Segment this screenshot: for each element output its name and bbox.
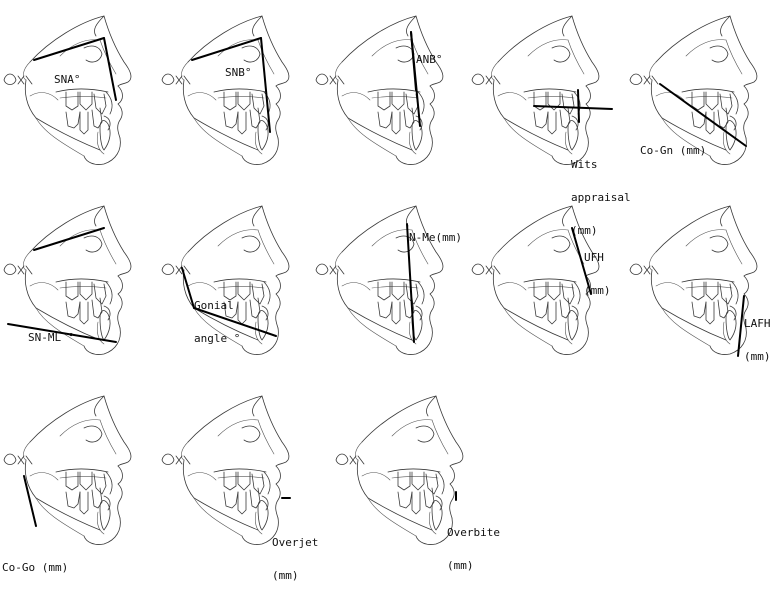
overjet-label: Overjet (mm) [272, 536, 319, 582]
nme-measurement-lines [406, 223, 415, 343]
cogo-label: Co-Go (mm) [2, 561, 69, 574]
panel-cogn: Co-Gn (mm) [626, 0, 776, 175]
anb-label: ANB° [416, 53, 443, 66]
ufh-measurement-lines [571, 227, 592, 295]
panel-lafh: LAFH (mm) [626, 190, 776, 365]
panel-snb: SNB° [158, 0, 308, 175]
snml-measurement-lines [7, 227, 117, 343]
lafh-measurement-lines [737, 295, 745, 357]
anb-measurement-lines [410, 31, 421, 127]
nme-label: N-Me(mm) [409, 231, 462, 244]
snml-label: SN-ML ° [28, 331, 75, 344]
panel-nme: N-Me(mm) [312, 190, 462, 365]
panel-ufh: UFH (mm) [468, 190, 618, 365]
cogo-measurement-lines [23, 475, 37, 527]
panel-gonial: Gonial angle ° [158, 190, 308, 365]
panel-overjet: Overjet (mm) [158, 380, 318, 581]
sna-measurement-lines [33, 37, 117, 101]
cogn-label: Co-Gn (mm) [640, 144, 707, 157]
ufh-label: UFH (mm) [584, 251, 611, 297]
overjet-measurement-lines [281, 497, 291, 499]
snb-label: SNB° [225, 66, 252, 79]
cephalometric-measurement-figure: SNA° SNB° ANB° Wits appraisal (m [0, 0, 776, 581]
panel-snml: SN-ML ° [0, 190, 150, 365]
cogn-measurement-lines [659, 83, 747, 147]
overbite-measurement-lines [455, 491, 457, 501]
lafh-label: LAFH (mm) [744, 317, 771, 363]
wits-label: Wits appraisal (mm) [571, 158, 631, 237]
panel-wits: Wits appraisal (mm) [468, 0, 631, 236]
overbite-label: Overbite (mm) [447, 526, 500, 572]
sna-label: SNA° [54, 73, 81, 86]
panel-overbite: Overbite (mm) [332, 380, 500, 571]
snb-measurement-lines [191, 37, 271, 133]
panel-anb: ANB° [312, 0, 462, 175]
panel-sna: SNA° [0, 0, 150, 175]
gonial-measurement-lines [181, 267, 277, 337]
gonial-label: Gonial angle ° [194, 299, 241, 345]
panel-cogo: Co-Go (mm) [0, 380, 150, 573]
wits-measurement-lines [533, 89, 613, 123]
